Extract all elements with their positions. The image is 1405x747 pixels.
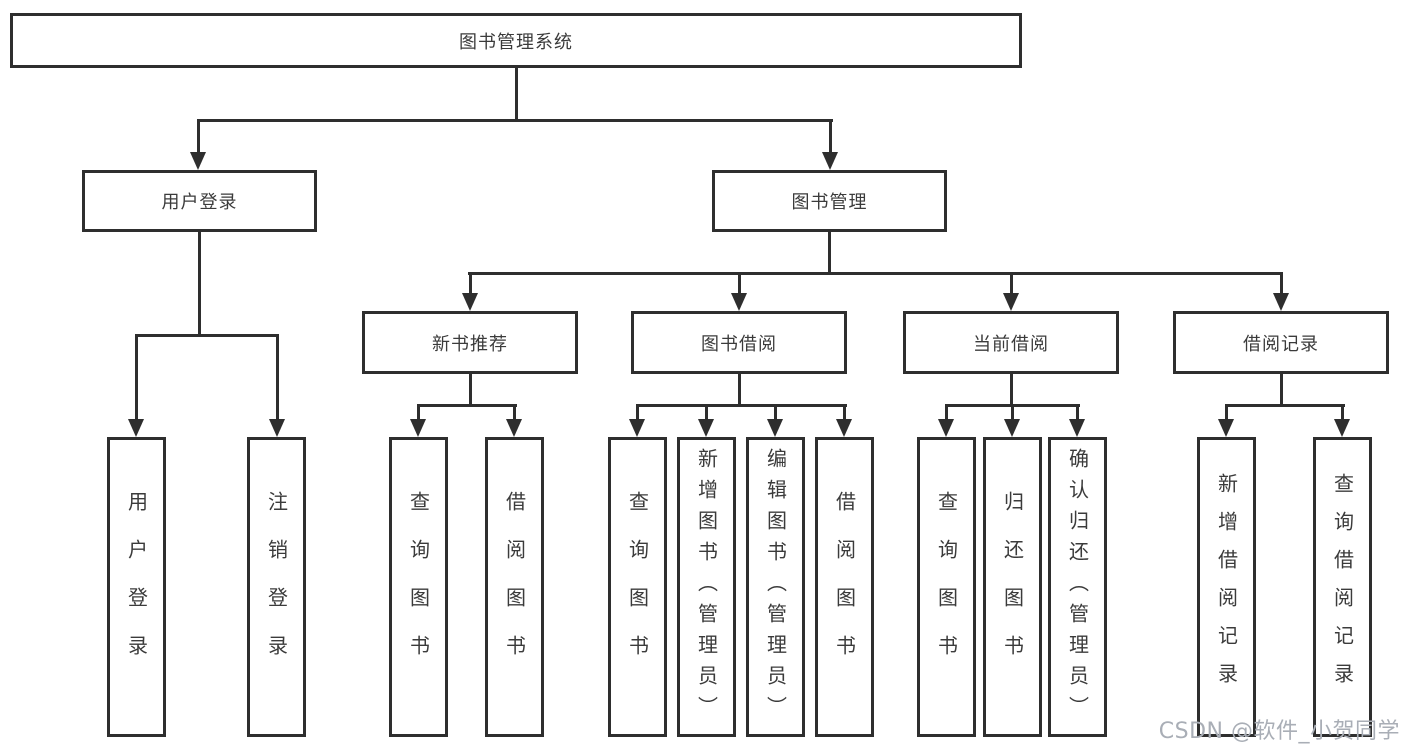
connector-line	[843, 404, 846, 421]
leaf-add-books-admin: 新增图书（管理员）	[677, 437, 736, 737]
node-borrow-record: 借阅记录	[1173, 311, 1389, 374]
leaf-label: 编辑图书（管理员）	[763, 447, 788, 727]
leaf-add-borrow-record: 新增借阅记录	[1197, 437, 1256, 737]
connector-line	[513, 404, 516, 421]
leaf-label: 确认归还（管理员）	[1065, 447, 1090, 727]
connector-line	[197, 119, 200, 154]
arrow-down-icon	[767, 419, 783, 437]
connector-line	[705, 404, 708, 421]
leaf-user-login: 用户登录	[107, 437, 166, 737]
connector-line	[135, 334, 279, 337]
leaf-query-books: 查询图书	[917, 437, 976, 737]
arrow-down-icon	[698, 419, 714, 437]
arrow-down-icon	[1218, 419, 1234, 437]
arrow-down-icon	[822, 152, 838, 170]
arrow-down-icon	[506, 419, 522, 437]
arrow-down-icon	[1003, 293, 1019, 311]
connector-line	[1280, 374, 1283, 406]
connector-line	[469, 272, 472, 294]
arrow-down-icon	[190, 152, 206, 170]
node-book-management: 图书管理	[712, 170, 947, 232]
leaf-label: 查询图书	[625, 491, 650, 683]
arrow-down-icon	[629, 419, 645, 437]
connector-line	[417, 404, 420, 421]
connector-line	[198, 232, 201, 335]
connector-line	[738, 272, 741, 294]
connector-line	[1010, 374, 1013, 406]
leaf-label: 注销登录	[264, 491, 289, 683]
leaf-label: 查询图书	[406, 491, 431, 683]
connector-line	[1280, 272, 1283, 294]
leaf-query-books: 查询图书	[389, 437, 448, 737]
connector-line	[1010, 272, 1013, 294]
leaf-label: 新增图书（管理员）	[694, 447, 719, 727]
leaf-label: 借阅图书	[502, 491, 527, 683]
connector-line	[636, 404, 639, 421]
node-book-borrow: 图书借阅	[631, 311, 847, 374]
connector-line	[468, 272, 1283, 275]
leaf-label: 归还图书	[1000, 491, 1025, 683]
arrow-down-icon	[410, 419, 426, 437]
leaf-query-books: 查询图书	[608, 437, 667, 737]
connector-line	[828, 232, 831, 274]
connector-line	[135, 334, 138, 420]
connector-line	[945, 404, 948, 421]
arrow-down-icon	[128, 419, 144, 437]
leaf-label: 新增借阅记录	[1214, 473, 1239, 701]
leaf-label: 查询图书	[934, 491, 959, 683]
arrow-down-icon	[1334, 419, 1350, 437]
connector-line	[1225, 404, 1345, 407]
leaf-return-books: 归还图书	[983, 437, 1042, 737]
connector-line	[276, 334, 279, 420]
connector-line	[515, 67, 518, 120]
leaf-edit-books-admin: 编辑图书（管理员）	[746, 437, 805, 737]
node-library-system: 图书管理系统	[10, 13, 1022, 68]
leaf-query-borrow-record: 查询借阅记录	[1313, 437, 1372, 737]
leaf-borrow-books: 借阅图书	[815, 437, 874, 737]
connector-line	[1225, 404, 1228, 421]
arrow-down-icon	[1004, 419, 1020, 437]
arrow-down-icon	[938, 419, 954, 437]
leaf-label: 查询借阅记录	[1330, 473, 1355, 701]
connector-line	[197, 119, 833, 122]
connector-line	[738, 374, 741, 406]
connector-line	[636, 404, 847, 407]
leaf-logout: 注销登录	[247, 437, 306, 737]
leaf-borrow-books: 借阅图书	[485, 437, 544, 737]
leaf-label: 用户登录	[124, 491, 149, 683]
connector-line	[417, 404, 517, 407]
arrow-down-icon	[1069, 419, 1085, 437]
arrow-down-icon	[269, 419, 285, 437]
connector-line	[1011, 404, 1014, 421]
leaf-confirm-return-admin: 确认归还（管理员）	[1048, 437, 1107, 737]
node-current-borrow: 当前借阅	[903, 311, 1119, 374]
connector-line	[1076, 404, 1079, 421]
arrow-down-icon	[731, 293, 747, 311]
leaf-label: 借阅图书	[832, 491, 857, 683]
node-new-book-recommend: 新书推荐	[362, 311, 578, 374]
arrow-down-icon	[836, 419, 852, 437]
connector-line	[1341, 404, 1344, 421]
arrow-down-icon	[1273, 293, 1289, 311]
arrow-down-icon	[462, 293, 478, 311]
connector-line	[469, 374, 472, 406]
node-user-login: 用户登录	[82, 170, 317, 232]
connector-line	[829, 119, 832, 154]
csdn-watermark: CSDN @软件_小贺同学	[1158, 719, 1400, 744]
connector-line	[774, 404, 777, 421]
